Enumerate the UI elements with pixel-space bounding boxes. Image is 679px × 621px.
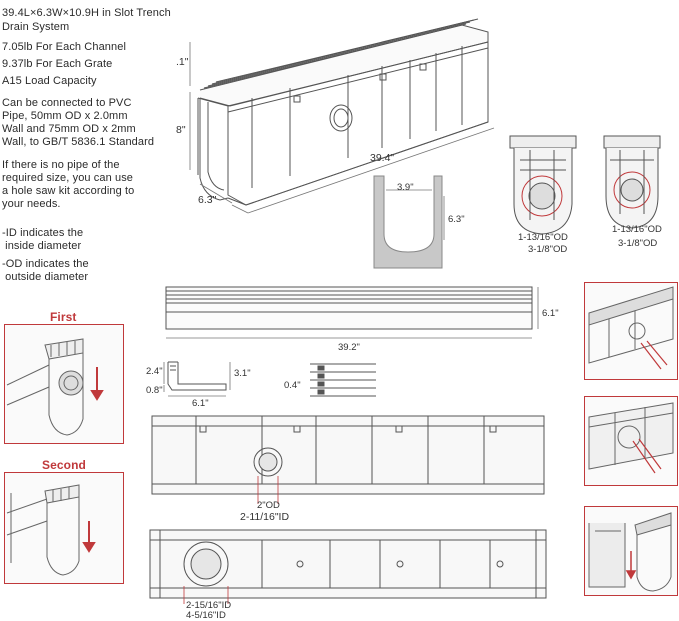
spec-nopipe-line3: a hole saw kit according to — [2, 185, 135, 197]
dim-end-large-inner: 1-13/16"OD — [612, 224, 662, 235]
dim-profile-width: 6.1" — [192, 398, 209, 409]
install-image-2 — [584, 396, 678, 486]
step-first-image — [4, 324, 124, 444]
dim-side-od: 2"OD — [257, 500, 280, 511]
install-illustration-2 — [588, 402, 674, 474]
dim-profile-top: 2.4" — [146, 366, 163, 377]
spec-title-line1: 39.4L×6.3W×10.9H in Slot Trench — [2, 7, 171, 19]
dim-bottom-outer: 4-5/16"ID — [186, 610, 226, 621]
spec-connect-line3: Wall and 75mm OD x 2mm — [2, 123, 136, 135]
step-first-illustration — [6, 338, 104, 436]
dim-section-height: 6.3" — [448, 214, 465, 225]
spec-connect-line4: Wall, to GB/T 5836.1 Standard — [2, 136, 155, 148]
spec-nopipe-line1: If there is no pipe of the — [2, 159, 120, 171]
dim-iso-height: 8" — [176, 124, 186, 136]
spec-weight-grate: 9.37lb For Each Grate — [2, 58, 113, 70]
spec-connect-line2: Pipe, 50mm OD x 2.0mm — [2, 110, 128, 122]
install-illustration-3 — [588, 512, 672, 592]
spec-nopipe-line2: required size, you can use — [2, 172, 134, 184]
dim-section-top: 3.9" — [397, 182, 414, 193]
spec-nopipe-line4: your needs. — [2, 198, 61, 210]
spec-load-capacity: A15 Load Capacity — [2, 75, 97, 87]
dim-end-small-inner: 1-13/16"OD — [518, 232, 568, 243]
dim-iso-length: 39.4" — [370, 152, 395, 164]
step-first-label: First — [50, 310, 77, 324]
dim-bottom-inner: 2-15/16"ID — [186, 600, 232, 611]
step-second-label: Second — [42, 458, 86, 472]
spec-title-line2: Drain System — [2, 21, 70, 33]
dim-profile-height: 3.1" — [234, 368, 251, 379]
spec-id-line2: inside diameter — [2, 240, 82, 252]
dim-grate-height: 6.1" — [542, 308, 559, 319]
spec-od-line1: -OD indicates the — [2, 258, 89, 270]
dim-iso-top: .1" — [176, 56, 189, 68]
dim-iso-width: 6.3" — [198, 194, 217, 206]
step-second-illustration — [6, 484, 96, 576]
dim-end-small-outer: 3-1/8"OD — [528, 244, 568, 255]
spec-id-line1: -ID indicates the — [2, 227, 84, 239]
spec-od-line2: outside diameter — [2, 271, 89, 283]
spec-weight-channel: 7.05lb For Each Channel — [2, 41, 126, 53]
dim-grate-length: 39.2" — [338, 342, 360, 353]
dim-side-id: 2-11/16"ID — [240, 511, 290, 523]
dim-profile-bottom: 0.8" — [146, 385, 163, 396]
dim-slot-spacing: 0.4" — [284, 380, 301, 391]
step-second-image — [4, 472, 124, 584]
install-illustration-1 — [588, 286, 674, 370]
dim-end-large-outer: 3-1/8"OD — [618, 238, 658, 249]
spec-connect-line1: Can be connected to PVC — [2, 97, 132, 109]
install-image-3 — [584, 506, 678, 596]
install-image-1 — [584, 282, 678, 380]
